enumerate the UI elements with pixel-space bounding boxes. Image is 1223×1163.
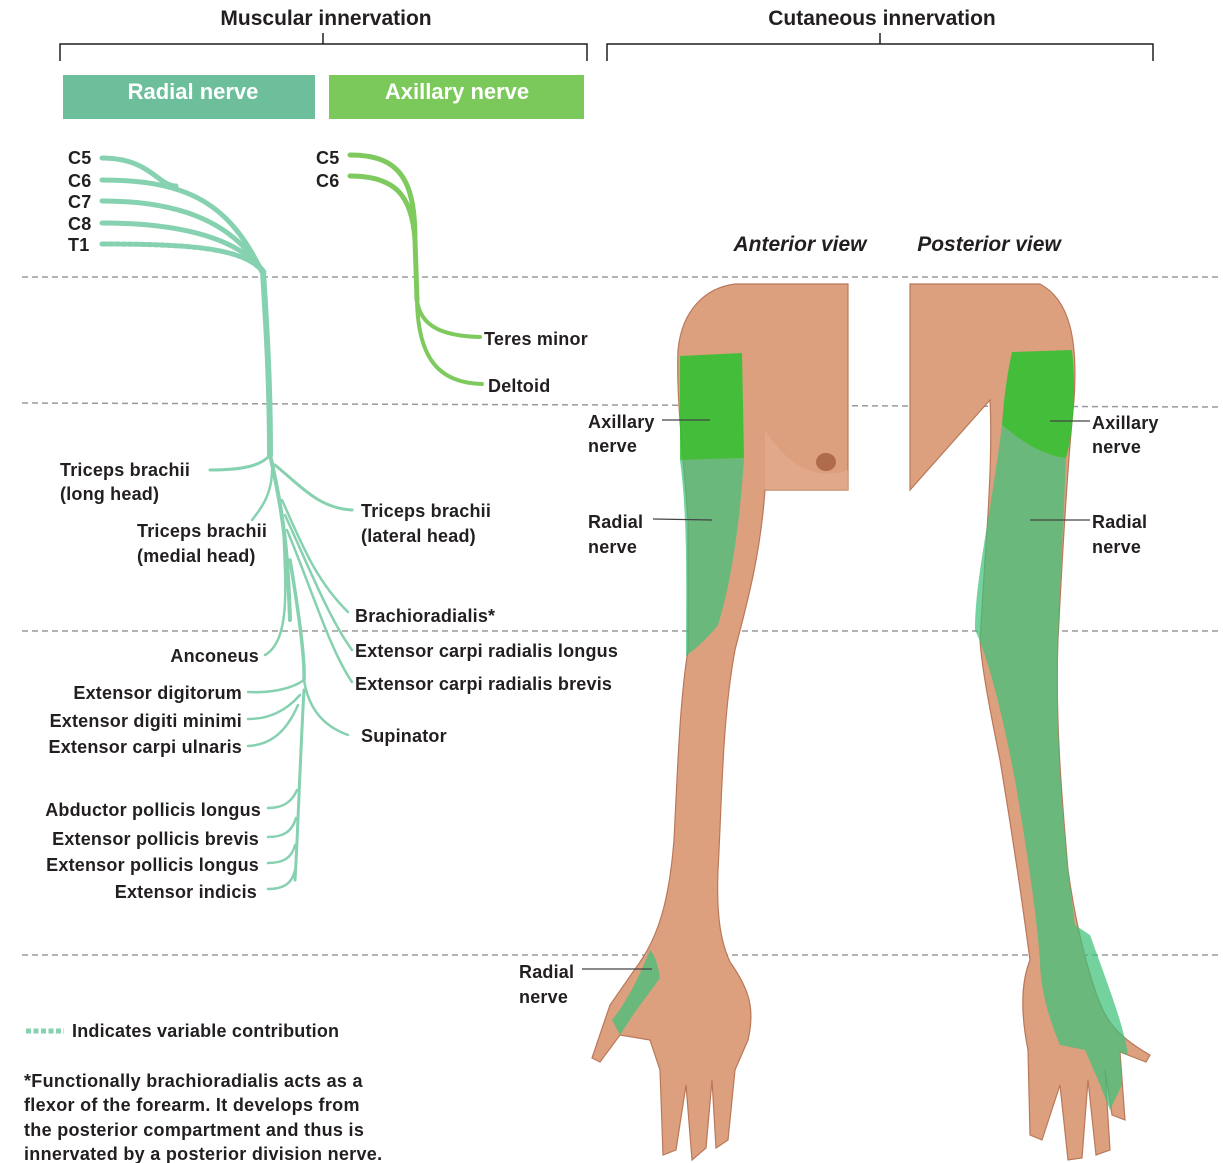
ant-radial-label-1: Radial [588,512,643,532]
label-ext-digiti-minimi: Extensor digiti minimi [50,711,242,731]
label-supinator: Supinator [361,726,447,746]
radial-root-c8: C8 [68,214,91,234]
axillary-root-c5: C5 [316,148,339,168]
label-teres-minor: Teres minor [484,329,588,349]
label-ext-carpi-ulnaris: Extensor carpi ulnaris [49,737,242,757]
footnote-line-2: flexor of the forearm. It develops from [24,1095,360,1115]
ant-axillary-label-2: nerve [588,436,637,456]
ant-axillary-label-1: Axillary [588,412,655,432]
label-deltoid: Deltoid [488,376,550,396]
post-radial-label-2: nerve [1092,537,1141,557]
label-triceps-medial-1: Triceps brachii [137,521,267,541]
label-triceps-long-2: (long head) [60,484,159,504]
footnote-line-4: innervated by a posterior division nerve… [24,1144,382,1163]
label-ext-pollicis-longus: Extensor pollicis longus [46,855,259,875]
muscular-bracket [60,33,587,61]
cutaneous-innervation-header: Cutaneous innervation [768,7,996,30]
label-anconeus: Anconeus [170,646,259,666]
footnote-line-3: the posterior compartment and thus is [24,1120,364,1140]
label-ext-indicis: Extensor indicis [115,882,257,902]
label-triceps-long-1: Triceps brachii [60,460,190,480]
radial-root-t1: T1 [68,235,89,255]
radial-root-c6: C6 [68,171,91,191]
radial-nerve-box-label: Radial nerve [128,79,259,104]
cutaneous-bracket [607,33,1153,61]
post-radial-label-1: Radial [1092,512,1147,532]
label-triceps-medial-2: (medial head) [137,546,256,566]
variable-contribution-legend: Indicates variable contribution [72,1021,339,1041]
label-abd-pollicis-longus: Abductor pollicis longus [45,800,261,820]
muscular-innervation-header: Muscular innervation [220,7,431,30]
radial-root-c7: C7 [68,192,91,212]
axillary-root-c6: C6 [316,171,339,191]
radial-nerve-tree [210,272,352,889]
anterior-axillary-zone [680,353,744,460]
label-brachioradialis: Brachioradialis* [355,606,495,626]
label-ecrl: Extensor carpi radialis longus [355,641,618,661]
label-triceps-lateral-2: (lateral head) [361,526,476,546]
hand-radial-label-2: nerve [519,987,568,1007]
label-triceps-lateral-1: Triceps brachii [361,501,491,521]
footnote-line-1: *Functionally brachioradialis acts as a [24,1071,364,1091]
label-ext-pollicis-brevis: Extensor pollicis brevis [52,829,259,849]
radial-root-c5: C5 [68,148,91,168]
anterior-view-title: Anterior view [732,233,868,256]
radial-nerve-roots [102,158,264,272]
posterior-view-title: Posterior view [917,233,1062,256]
hand-radial-label-1: Radial [519,962,574,982]
ant-radial-label-2: nerve [588,537,637,557]
label-ecrb: Extensor carpi radialis brevis [355,674,612,694]
axillary-nerve-box-label: Axillary nerve [385,79,529,104]
label-ext-digitorum: Extensor digitorum [73,683,242,703]
post-axillary-label-2: nerve [1092,437,1141,457]
post-axillary-label-1: Axillary [1092,413,1159,433]
axillary-nerve-tree [350,155,482,384]
